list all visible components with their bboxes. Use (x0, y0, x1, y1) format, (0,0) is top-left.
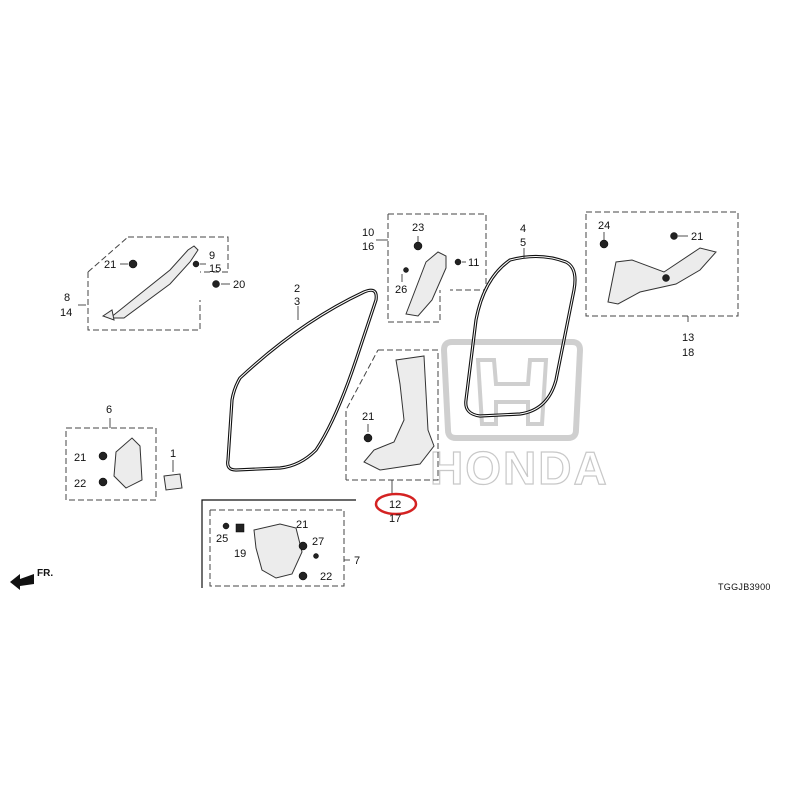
callout-19[interactable]: 19 (234, 548, 246, 560)
callout-22[interactable]: 22 (74, 478, 86, 490)
clip-icon (413, 241, 423, 251)
callout-20[interactable]: 20 (233, 279, 245, 291)
callout-14[interactable]: 14 (60, 307, 72, 319)
group-c-pillar-trim: 24 21 13 18 (585, 211, 739, 359)
clip-icon (222, 522, 230, 530)
callout-3[interactable]: 3 (294, 296, 300, 308)
group-kick-panel: 21 25 19 27 22 7 (201, 499, 360, 588)
group-a-pillar-garnish: 21 9 15 20 8 14 (60, 236, 245, 331)
clip-icon (212, 280, 220, 288)
callout-16[interactable]: 16 (362, 241, 374, 253)
clip-icon (298, 541, 308, 551)
callout-2[interactable]: 2 (294, 283, 300, 295)
clip-icon (403, 267, 409, 273)
clip-icon (128, 259, 138, 269)
callout-5[interactable]: 5 (520, 237, 526, 249)
callout-21[interactable]: 21 (74, 452, 86, 464)
callout-7[interactable]: 7 (354, 555, 360, 567)
highlight-circle (374, 492, 418, 516)
honda-wordmark-watermark: HONDA (430, 442, 609, 494)
callout-17[interactable]: 17 (389, 513, 401, 525)
callout-24[interactable]: 24 (598, 220, 610, 232)
rear-door-weatherstrip: 4 5 (464, 223, 577, 418)
b-pillar-upper-garnish-part (405, 251, 447, 317)
callout-6[interactable]: 6 (106, 404, 112, 416)
clip-icon (98, 477, 108, 487)
front-door-weatherstrip: 2 3 (226, 283, 378, 472)
callout-22[interactable]: 22 (320, 571, 332, 583)
callout-21[interactable]: 21 (691, 231, 703, 243)
callout-26[interactable]: 26 (395, 284, 407, 296)
callout-27[interactable]: 27 (312, 536, 324, 548)
callout-21[interactable]: 21 (296, 519, 308, 531)
kick-panel-part (253, 523, 303, 579)
callout-11[interactable]: 11 (468, 257, 479, 269)
front-direction-indicator: FR. (10, 568, 53, 590)
clip-icon (599, 239, 609, 249)
clip-icon (313, 553, 319, 559)
honda-logo-watermark: HONDA (429, 339, 609, 495)
callout-15[interactable]: 15 (209, 263, 221, 275)
clip-icon (363, 433, 373, 443)
clip-icon (454, 258, 462, 266)
front-arrow-icon (10, 574, 34, 590)
c-pillar-trim-part (607, 247, 717, 305)
group-front-lower-bracket: 6 21 22 (65, 404, 157, 501)
group-b-pillar-upper: 23 11 26 10 16 (362, 213, 487, 323)
b-pillar-lower-garnish-part (363, 355, 435, 471)
callout-18[interactable]: 18 (682, 347, 694, 359)
callout-21[interactable]: 21 (104, 259, 116, 271)
clip-icon (298, 571, 308, 581)
callout-9[interactable]: 9 (209, 250, 215, 262)
clip-icon (98, 451, 108, 461)
callout-8[interactable]: 8 (64, 292, 70, 304)
clip-icon (662, 274, 670, 282)
callout-25[interactable]: 25 (216, 533, 228, 545)
callout-4[interactable]: 4 (520, 223, 526, 235)
callout-23[interactable]: 23 (412, 222, 424, 234)
clip-icon (670, 232, 678, 240)
clip-icon (192, 260, 200, 268)
part-1-pad: 1 (163, 448, 183, 491)
front-label: FR. (37, 568, 53, 579)
callout-10[interactable]: 10 (362, 227, 374, 239)
callout-21[interactable]: 21 (362, 411, 374, 423)
callout-13[interactable]: 13 (682, 332, 694, 344)
callout-12[interactable]: 12 (389, 499, 401, 511)
front-lower-bracket-part (113, 437, 143, 489)
a-pillar-garnish-part (108, 245, 199, 319)
diagram-code: TGGJB3900 (718, 582, 771, 592)
callout-1[interactable]: 1 (170, 448, 176, 460)
clip-icon (235, 523, 245, 533)
group-b-pillar-lower: 21 12 17 (345, 349, 439, 525)
